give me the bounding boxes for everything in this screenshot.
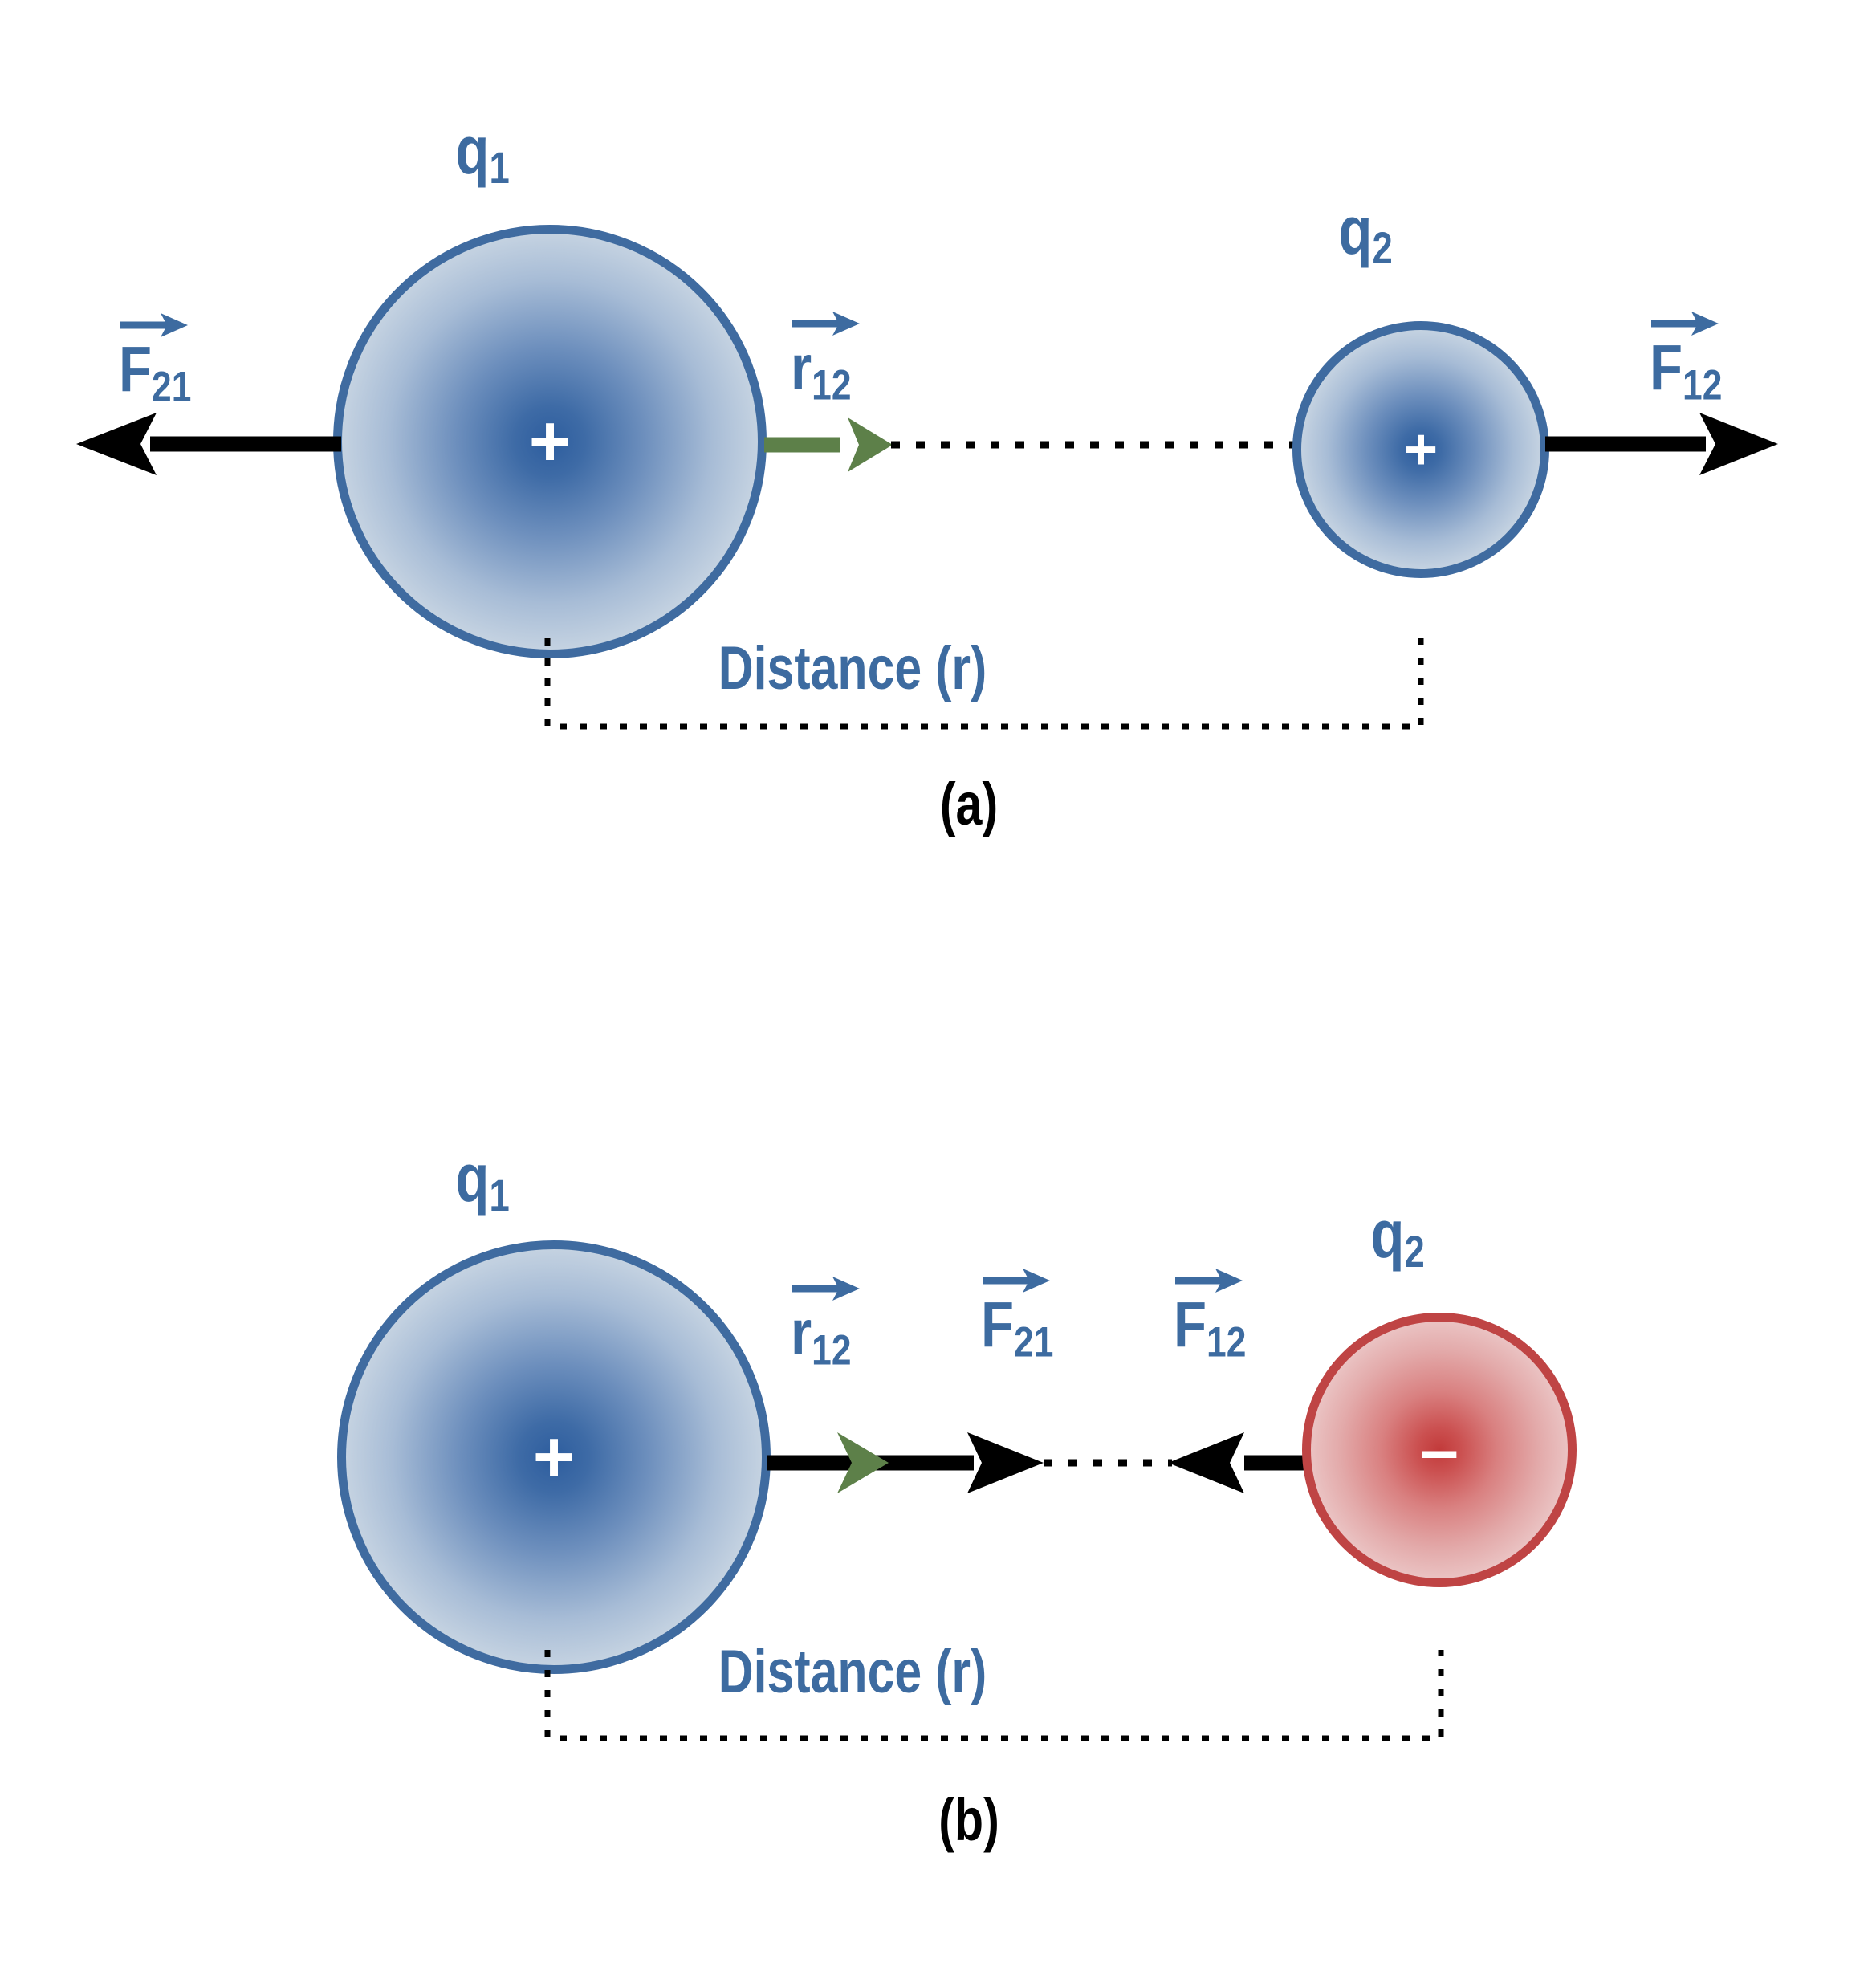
charge-label-q1-a: q1: [455, 112, 510, 193]
panel-a: q1 + F21 r12: [0, 0, 1876, 947]
vector-label-F21-a: F21: [119, 313, 206, 409]
plus-sign-icon: +: [532, 1417, 576, 1497]
distance-label-b: Distance (r): [718, 1638, 987, 1706]
distance-label-a: Distance (r): [718, 634, 987, 703]
vector-label-F12-b: F12: [1174, 1269, 1260, 1364]
charge-label-q1-b: q1: [455, 1140, 510, 1221]
vector-arrow-overbar-icon: [120, 313, 188, 337]
charge-q2-negative-b: –: [1302, 1313, 1577, 1587]
vector-label-r12-b: r12: [791, 1277, 863, 1372]
charge-label-q2-b: q2: [1370, 1196, 1425, 1277]
panel-caption-b: (b): [938, 1786, 999, 1853]
separation-dotted-line-a: [891, 441, 1308, 449]
vector-arrow-overbar-icon: [1651, 312, 1719, 336]
unit-vector-arrow-r12-a: [764, 417, 893, 472]
panel-b: q1 + r12 F21 F12: [0, 1016, 1876, 1963]
minus-sign-icon: –: [1420, 1411, 1459, 1489]
force-arrow-F21-a: [76, 413, 341, 475]
distance-bracket-b: [544, 1650, 1444, 1741]
vector-label-r12-a: r12: [791, 312, 863, 407]
force-arrow-F21-b: [767, 1432, 1044, 1493]
plus-sign-icon: +: [528, 401, 572, 482]
vector-label-F12-a: F12: [1650, 312, 1736, 407]
vector-arrow-overbar-icon: [792, 312, 860, 336]
separation-dotted-line-b: [1044, 1459, 1172, 1467]
vector-arrow-overbar-icon: [983, 1269, 1050, 1293]
vector-label-F21-b: F21: [981, 1269, 1068, 1364]
charge-q1-positive-a: +: [333, 225, 767, 658]
charge-q1-positive-b: +: [337, 1240, 771, 1674]
plus-sign-icon: +: [1403, 417, 1439, 482]
charge-q2-positive-a: +: [1292, 321, 1549, 578]
distance-bracket-a: [544, 638, 1424, 730]
vector-arrow-overbar-icon: [792, 1277, 860, 1301]
panel-caption-a: (a): [939, 771, 999, 837]
charge-label-q2-a: q2: [1338, 193, 1393, 274]
force-arrow-F12-a: [1545, 413, 1778, 475]
vector-arrow-overbar-icon: [1175, 1269, 1243, 1293]
unit-vector-arrow-r12-b: [837, 1432, 889, 1493]
